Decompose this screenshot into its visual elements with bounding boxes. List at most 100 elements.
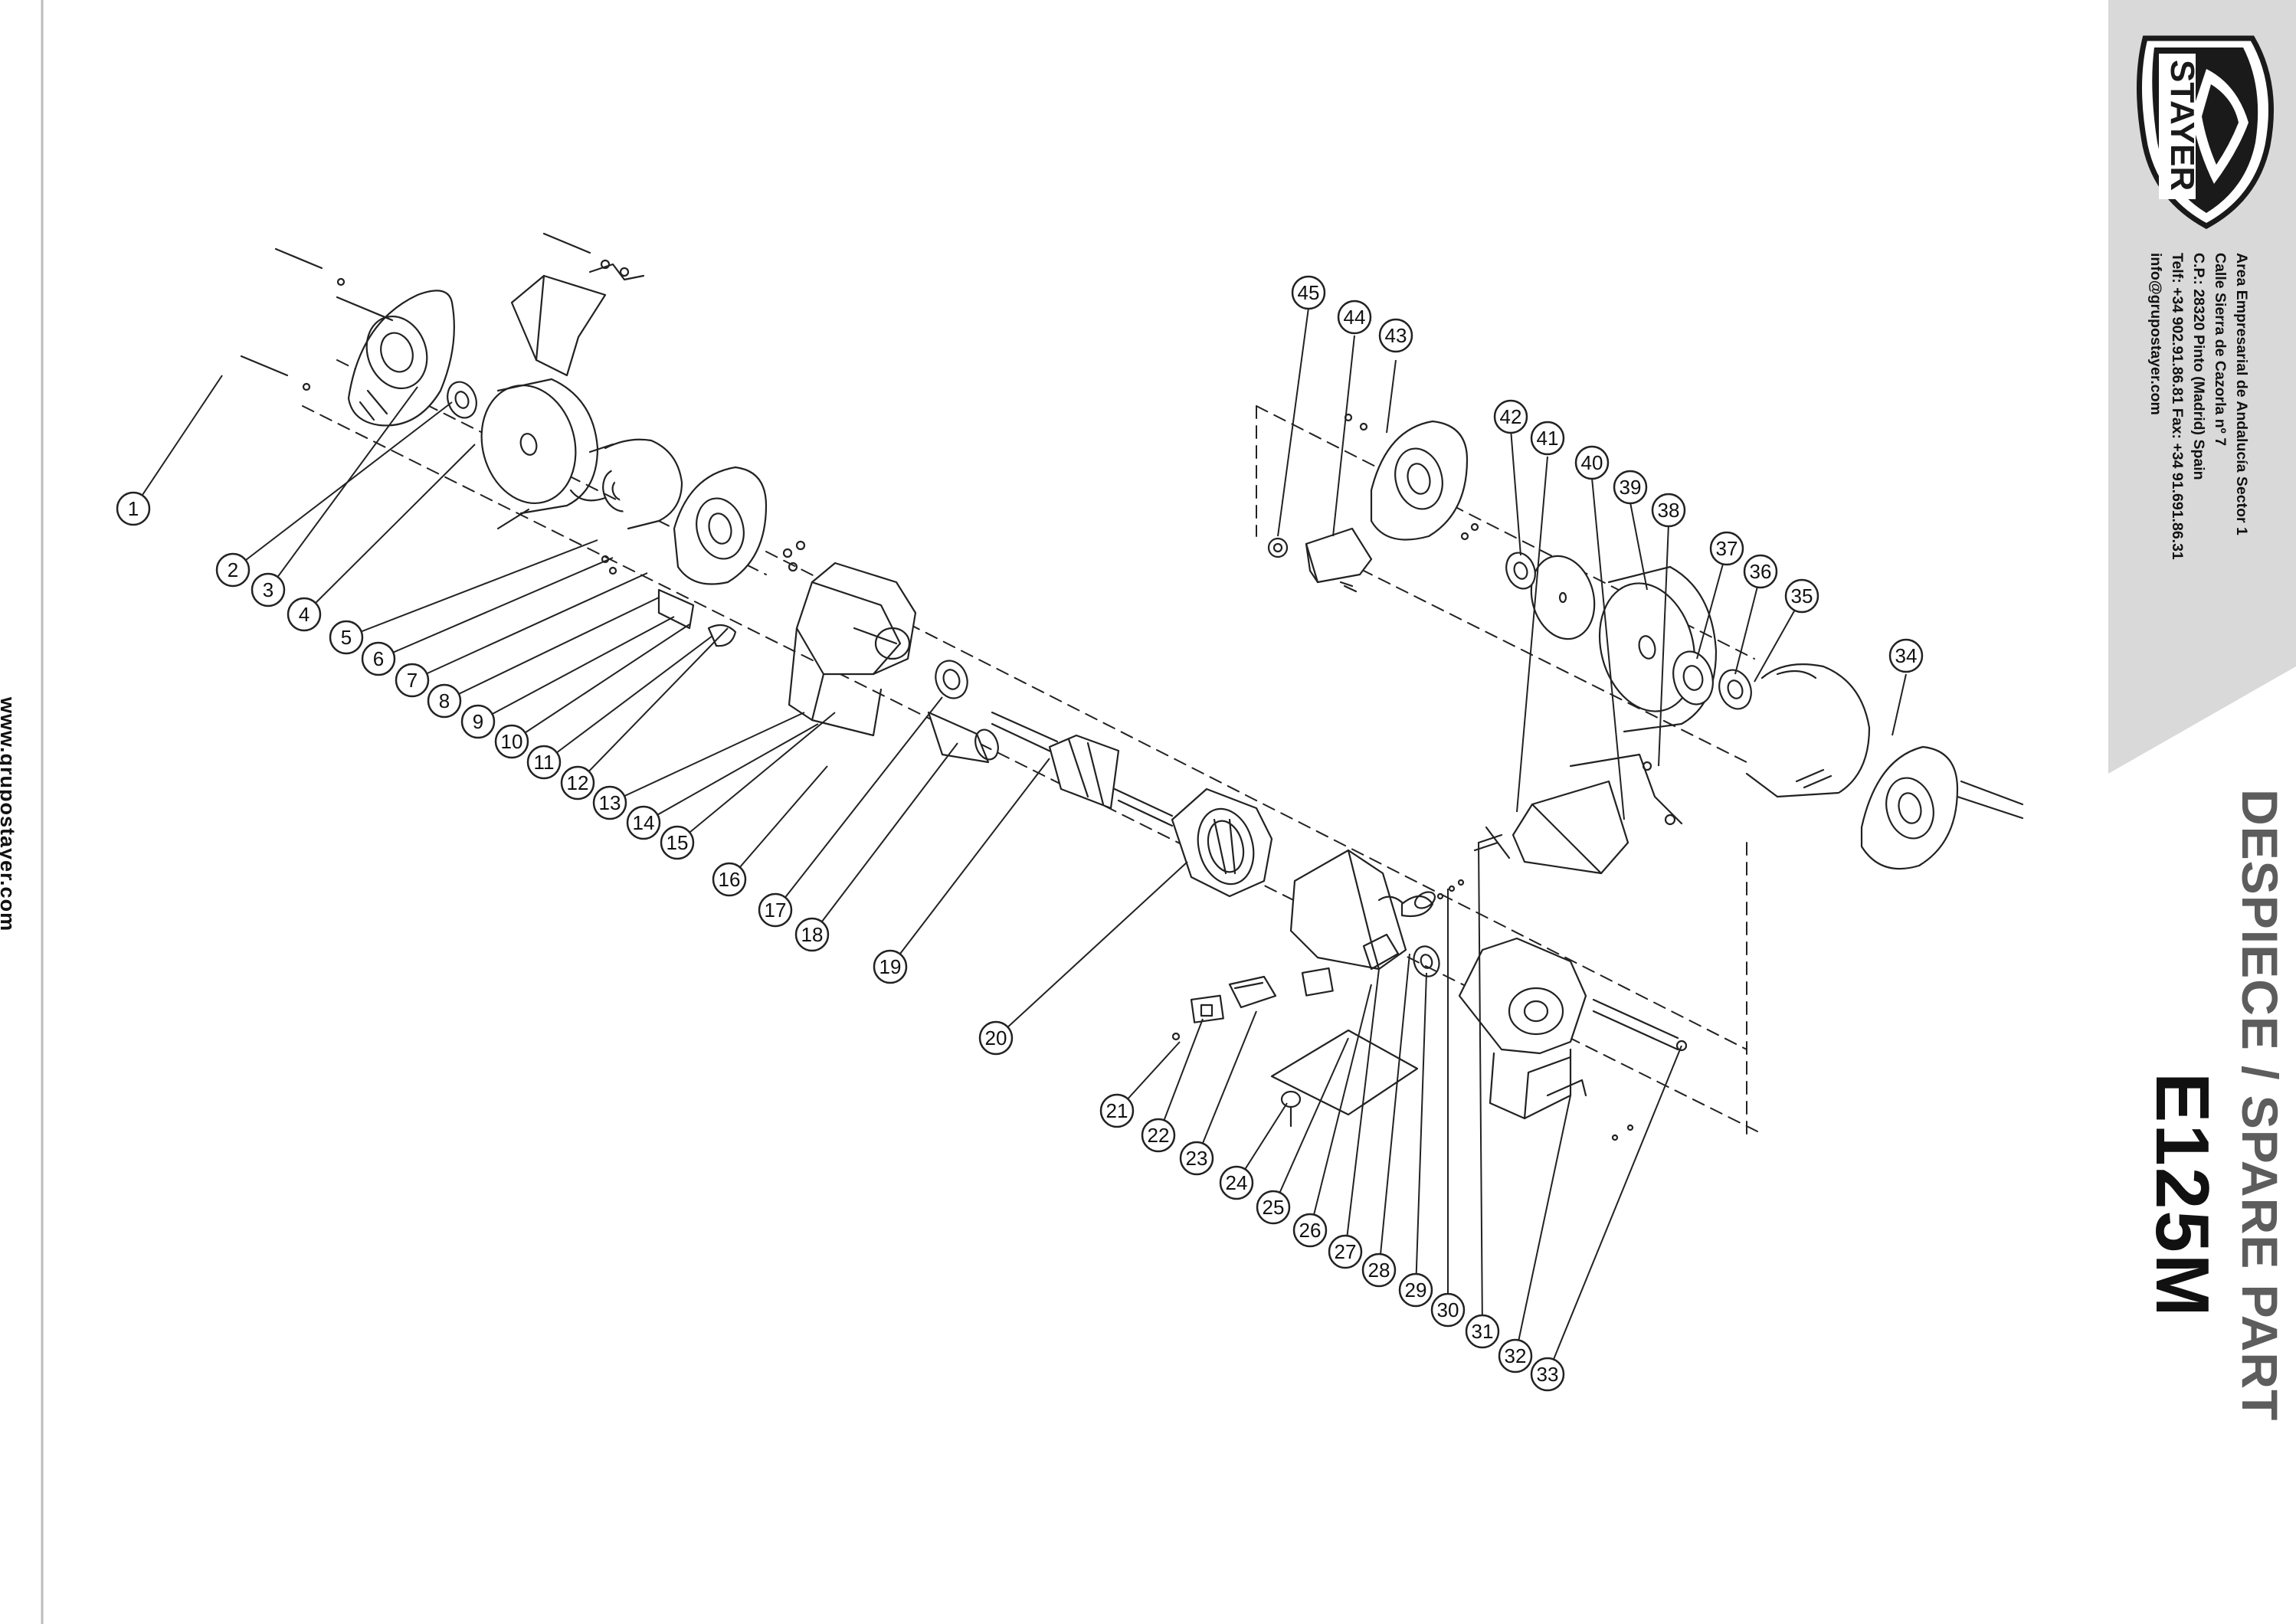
callout-2: 2 xyxy=(215,552,251,588)
callout-number: 15 xyxy=(667,831,689,854)
address-block: Area Empresarial de Andalucía Sector 1 C… xyxy=(2145,253,2252,560)
callout-circle xyxy=(626,805,661,840)
base-plate xyxy=(1270,1029,1419,1128)
tool-rest xyxy=(1267,527,1373,593)
callout-21: 21 xyxy=(1099,1093,1135,1128)
callout-39: 39 xyxy=(1613,470,1648,505)
callout-29: 29 xyxy=(1398,1272,1433,1308)
callout-number: 18 xyxy=(801,923,824,946)
callout-circle xyxy=(329,620,364,655)
callout-27: 27 xyxy=(1328,1234,1363,1269)
callout-number: 29 xyxy=(1405,1279,1427,1301)
callout-circle xyxy=(526,745,562,780)
callout-circle xyxy=(873,949,908,984)
callout-number: 7 xyxy=(407,669,418,692)
callout-circle xyxy=(1651,493,1686,528)
model-number: E125M xyxy=(2140,1072,2225,1318)
callout-number: 22 xyxy=(1148,1124,1170,1147)
callout-number: 13 xyxy=(599,791,621,814)
callout-24: 24 xyxy=(1219,1165,1254,1200)
callout-circle xyxy=(1493,399,1528,434)
callout-number: 35 xyxy=(1791,584,1813,607)
callout-circle xyxy=(1498,1338,1533,1374)
callout-circle xyxy=(494,724,529,759)
center-cover xyxy=(1289,849,1407,997)
callout-number: 20 xyxy=(985,1026,1007,1049)
address-line: C.P.: 28320 Pinto (Madrid) Spain xyxy=(2190,253,2207,480)
callout-number: 34 xyxy=(1895,644,1918,667)
website-text: www.grupostayer.com xyxy=(0,697,19,932)
callout-number: 32 xyxy=(1505,1344,1527,1367)
left-guard-cover xyxy=(347,290,455,427)
callout-10: 10 xyxy=(494,724,529,759)
callout-number: 41 xyxy=(1537,427,1559,450)
right-flanges xyxy=(1672,650,1752,710)
callout-13: 13 xyxy=(592,785,627,820)
callout-20: 20 xyxy=(978,1020,1014,1056)
callout-circle xyxy=(1361,1252,1397,1288)
callout-number: 24 xyxy=(1226,1171,1248,1194)
callout-number: 39 xyxy=(1620,476,1642,499)
right-upper-guard xyxy=(1344,413,1479,541)
callout-36: 36 xyxy=(1743,554,1778,589)
callout-35: 35 xyxy=(1784,578,1819,614)
callout-34: 34 xyxy=(1888,638,1924,673)
center-rotor-assembly xyxy=(927,660,1174,827)
callout-number: 4 xyxy=(299,603,310,626)
callout-number: 2 xyxy=(228,558,238,581)
callout-8: 8 xyxy=(427,683,462,719)
callout-circle xyxy=(1291,275,1326,310)
callout-number: 40 xyxy=(1581,451,1603,474)
left-motor-housing xyxy=(788,562,917,737)
svg-text:STAYER: STAYER xyxy=(2163,60,2201,191)
callout-31: 31 xyxy=(1465,1314,1500,1349)
right-grinding-wheel xyxy=(1505,552,1718,733)
callout-circle xyxy=(560,765,595,801)
callout-40: 40 xyxy=(1574,445,1610,480)
callout-circle xyxy=(1613,470,1648,505)
switch-parts xyxy=(1171,975,1277,1041)
callout-41: 41 xyxy=(1530,421,1565,456)
left-grinding-wheel xyxy=(480,378,599,515)
callout-circle xyxy=(1465,1314,1500,1349)
callout-3: 3 xyxy=(251,572,286,607)
callout-number: 17 xyxy=(765,899,787,922)
callout-group: 1234567891011121314151617181920212223242… xyxy=(116,275,1924,1392)
callout-circle xyxy=(712,862,747,897)
callout-number: 14 xyxy=(633,811,655,834)
right-guard-disc xyxy=(1860,745,2024,870)
callout-18: 18 xyxy=(794,917,830,952)
callout-19: 19 xyxy=(873,949,908,984)
callout-circle xyxy=(215,552,251,588)
callout-circle xyxy=(1398,1272,1433,1308)
callout-number: 31 xyxy=(1472,1320,1494,1343)
callout-circle xyxy=(1784,578,1819,614)
callout-number: 37 xyxy=(1716,537,1738,560)
callout-number: 12 xyxy=(567,771,589,794)
callout-16: 16 xyxy=(712,862,747,897)
address-line: Telf: +34 902.91.86.81 Fax: +34 91.691.8… xyxy=(2169,253,2186,560)
eye-shield-left xyxy=(510,259,645,377)
callout-4: 4 xyxy=(287,597,322,632)
stator xyxy=(1171,787,1273,898)
callout-number: 25 xyxy=(1263,1196,1285,1219)
callout-circle xyxy=(1256,1190,1291,1225)
left-inner-cover xyxy=(569,438,683,530)
side-panel-lower xyxy=(2108,666,2296,1624)
callout-37: 37 xyxy=(1709,531,1744,566)
callout-number: 11 xyxy=(534,751,555,774)
callout-42: 42 xyxy=(1493,399,1528,434)
left-guard-disc xyxy=(673,466,768,585)
callout-32: 32 xyxy=(1498,1338,1533,1374)
callout-6: 6 xyxy=(361,641,396,676)
callout-5: 5 xyxy=(329,620,364,655)
callout-number: 42 xyxy=(1500,405,1522,428)
callout-circle xyxy=(1292,1213,1328,1248)
callout-number: 1 xyxy=(128,497,139,520)
callout-12: 12 xyxy=(560,765,595,801)
callout-circle xyxy=(1709,531,1744,566)
right-motor-housing xyxy=(1400,895,1688,1120)
callout-9: 9 xyxy=(460,704,496,739)
callout-circle xyxy=(1574,445,1610,480)
